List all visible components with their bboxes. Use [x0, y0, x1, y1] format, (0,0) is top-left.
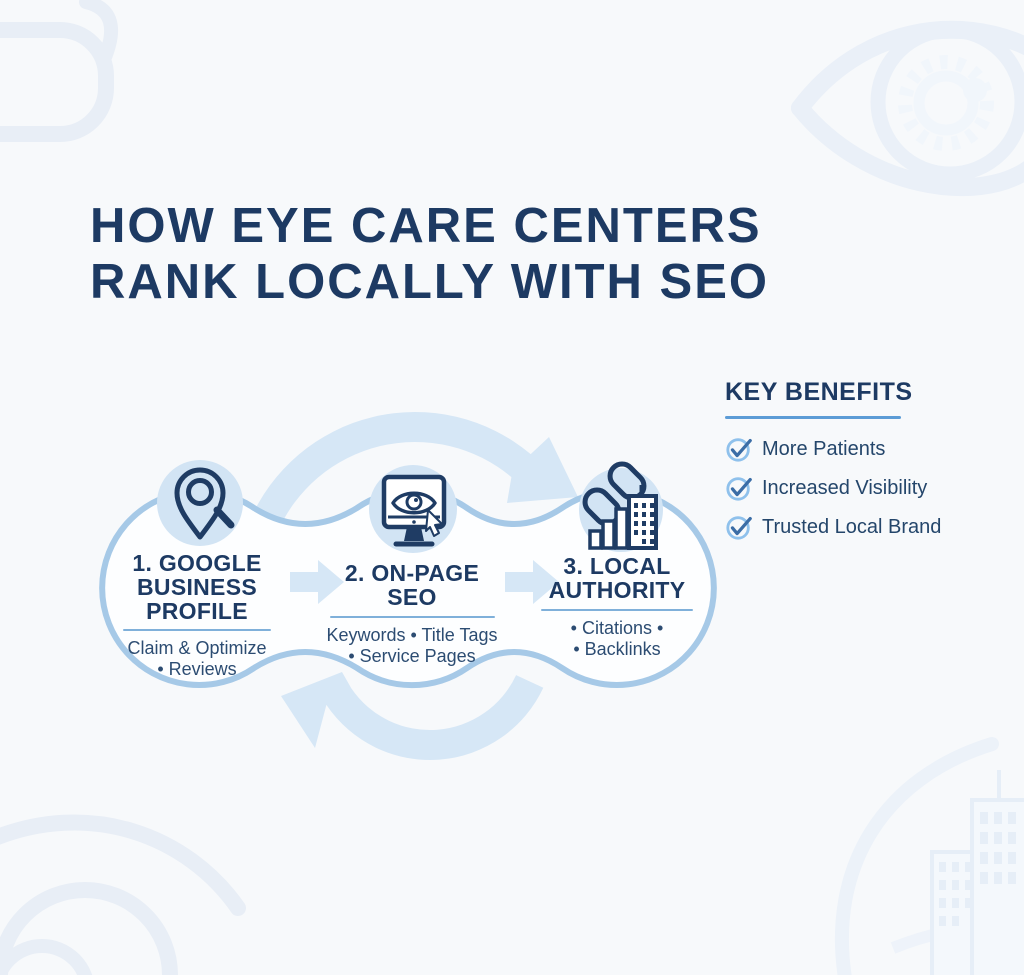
step1-to-step2-arrow — [290, 560, 344, 604]
step-2-on-page-seo: 2. ON-PAGE SEO Keywords • Title Tags • S… — [300, 561, 524, 667]
list-item: More Patients — [725, 435, 1015, 463]
step-detail-line: Claim & Optimize — [127, 638, 267, 658]
step-underline — [541, 609, 693, 611]
step-detail-line: • Service Pages — [348, 646, 476, 666]
step-title-line: PROFILE — [146, 598, 248, 624]
step-underline — [123, 629, 271, 631]
check-circle-icon — [726, 477, 752, 501]
benefit-label: More Patients — [762, 437, 886, 460]
bottom-counterclockwise-arrow — [281, 672, 544, 760]
step-title-line: 2. ON-PAGE — [344, 560, 480, 586]
step-title-line: 1. GOOGLE — [132, 550, 262, 576]
list-item: Increased Visibility — [725, 474, 1015, 502]
step-title-line: AUTHORITY — [548, 577, 686, 603]
check-circle-icon — [726, 438, 752, 462]
link-building-growth-icon — [582, 461, 658, 550]
step-detail-line: • Citations • — [570, 618, 664, 638]
page-title-line2: RANK LOCALLY WITH SEO — [90, 255, 770, 309]
step-title-line: SEO — [387, 584, 437, 610]
benefit-label: Trusted Local Brand — [762, 515, 942, 538]
key-benefits-panel: KEY BENEFITS More Patients Increased Vis… — [725, 378, 1015, 552]
step2-to-step3-arrow — [505, 560, 559, 604]
list-item: Trusted Local Brand — [725, 513, 1015, 541]
monitor-eye-cursor-icon — [381, 474, 447, 547]
step-detail-line: Keywords • Title Tags — [326, 625, 498, 645]
process-chain-outline — [99, 487, 717, 689]
page-title-line1: HOW EYE CARE CENTERS — [90, 199, 762, 253]
step-3-local-authority: 3. LOCAL AUTHORITY • Citations • • Backl… — [505, 554, 729, 660]
eye-watermark — [0, 814, 246, 975]
step-underline — [329, 616, 495, 618]
step-detail-line: • Backlinks — [573, 639, 661, 659]
benefit-label: Increased Visibility — [762, 476, 928, 499]
key-benefits-heading: KEY BENEFITS — [725, 378, 913, 406]
step-title-line: BUSINESS — [137, 574, 257, 600]
step-title-line: 3. LOCAL — [563, 553, 671, 579]
top-clockwise-arrow — [249, 411, 579, 534]
eye-gear-watermark — [791, 20, 1024, 197]
city-buildings-watermark — [834, 737, 1024, 975]
eyeglasses-watermark — [0, 0, 118, 142]
step-detail-line: • Reviews — [157, 659, 237, 679]
location-pin-search-icon — [174, 467, 235, 540]
key-benefits-underline — [725, 416, 901, 419]
check-circle-icon — [726, 516, 752, 540]
page-title: HOW EYE CARE CENTERS RANK LOCALLY WITH S… — [90, 198, 769, 310]
step-1-google-business-profile: 1. GOOGLE BUSINESS PROFILE Claim & Optim… — [85, 551, 309, 680]
